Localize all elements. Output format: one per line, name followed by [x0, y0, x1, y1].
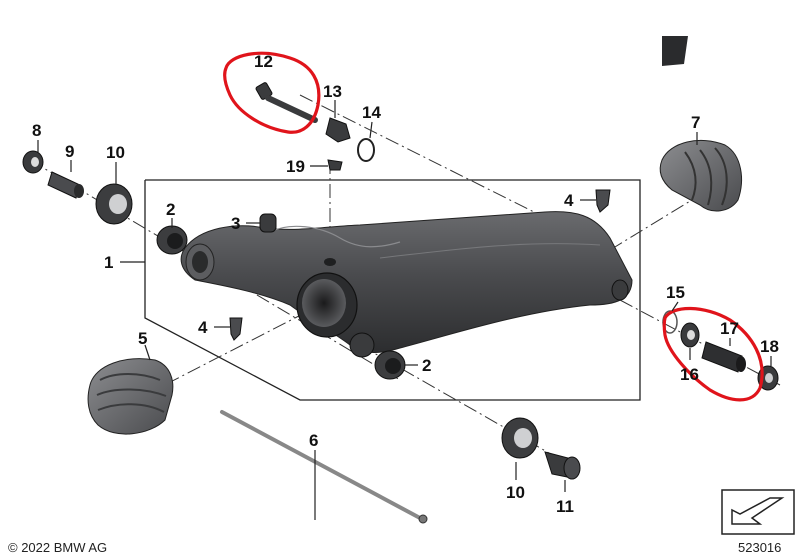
callout-18: 18 — [760, 337, 779, 356]
callout-3: 3 — [231, 214, 240, 233]
nut-13-part[interactable] — [325, 117, 351, 143]
callout-19: 19 — [286, 157, 305, 176]
callout-labels: 1 2 2 3 4 4 5 6 7 8 9 10 10 11 12 13 14 … — [32, 52, 779, 516]
axle-11-part[interactable] — [544, 451, 581, 480]
callout-14: 14 — [362, 103, 381, 122]
callout-8: 8 — [32, 121, 41, 140]
cap-4-lower[interactable] — [229, 317, 243, 341]
boot-7-part[interactable] — [659, 139, 743, 212]
swing-arm-part[interactable] — [180, 211, 633, 358]
callout-7: 7 — [691, 113, 700, 132]
sleeve-17-part[interactable] — [701, 341, 746, 373]
callout-9: 9 — [65, 142, 74, 161]
bearing-10-upper[interactable] — [95, 183, 133, 225]
callout-10-upper: 10 — [106, 143, 125, 162]
clip-19-part[interactable] — [327, 159, 343, 171]
assembly-frame — [144, 179, 641, 401]
bushing-2-upper[interactable] — [156, 225, 188, 255]
washer-16-part[interactable] — [680, 322, 700, 348]
callout-10-lower: 10 — [506, 483, 525, 502]
o-ring-14-part[interactable] — [357, 138, 375, 162]
callout-6: 6 — [309, 431, 318, 450]
highlight-circle-12-13 — [223, 51, 321, 134]
copyright-text: © 2022 BMW AG — [8, 540, 107, 555]
diagram-number: 523016 — [738, 540, 781, 555]
callout-4-upper: 4 — [564, 191, 574, 210]
callout-17: 17 — [720, 319, 739, 338]
callout-13: 13 — [323, 82, 342, 101]
bolt-12-part[interactable] — [255, 82, 318, 123]
callout-15: 15 — [666, 283, 685, 302]
callout-2-lower: 2 — [422, 356, 431, 375]
callout-4-lower: 4 — [198, 318, 208, 337]
leader-lines — [37, 100, 772, 520]
cable-tie-6-part[interactable] — [220, 410, 428, 524]
callout-1: 1 — [104, 253, 113, 272]
highlight-circle-15-17 — [662, 306, 764, 402]
document-tag-icon — [662, 36, 688, 66]
sleeve-9-part[interactable] — [47, 171, 84, 199]
callout-5: 5 — [138, 329, 147, 348]
callout-11: 11 — [556, 497, 574, 516]
bushing-2-lower[interactable] — [374, 350, 406, 380]
cap-4-upper[interactable] — [595, 189, 611, 213]
callout-16: 16 — [680, 365, 699, 384]
callout-12: 12 — [254, 52, 273, 71]
plug-3-part[interactable] — [259, 213, 277, 233]
bearing-10-lower[interactable] — [501, 417, 539, 459]
callout-2-upper: 2 — [166, 200, 175, 219]
nut-8-part[interactable] — [22, 150, 44, 174]
orientation-icon — [721, 489, 795, 535]
boot-5-part[interactable] — [87, 358, 174, 435]
